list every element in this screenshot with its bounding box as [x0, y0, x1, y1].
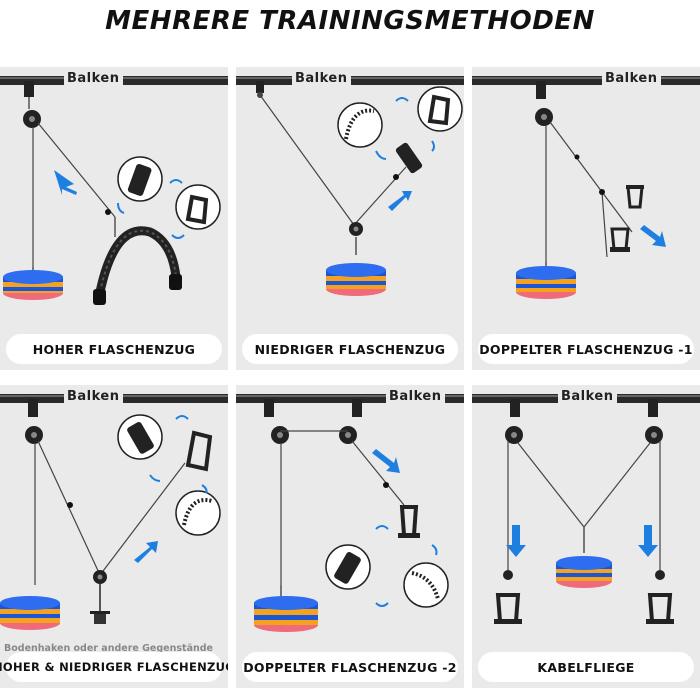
d-handle-icon [185, 430, 213, 472]
panel-double-pulley-2: Balken DOPPELTER FLASCHENZUG -2 [236, 385, 464, 688]
bar-label: Balken [292, 71, 351, 86]
caption-double-pulley-2: DOPPELTER FLASCHENZUG -2 [242, 652, 458, 682]
d-handle-icon [647, 593, 673, 623]
caption-high-low-pulley: HOHER & NIEDRIGER FLASCHENZUG [0, 652, 228, 682]
floor-hook-icon [90, 611, 110, 614]
panel-high-pulley: Balken HOHER FLASCHENZUG [0, 67, 228, 370]
bar-label: Balken [602, 71, 661, 86]
bar-label: Balken [558, 389, 617, 404]
double-pulley-1-illustration [472, 76, 700, 299]
double-pulley-2-illustration [236, 394, 464, 632]
caption-low-pulley: NIEDRIGER FLASCHENZUG [242, 334, 458, 364]
d-handle-icon [399, 505, 419, 537]
d-handle-icon [610, 227, 630, 251]
arrow-down-icon [506, 525, 526, 557]
d-handle-icon [495, 593, 521, 623]
rope-attachment [95, 226, 181, 293]
rope-icon [403, 562, 449, 608]
arrow-down-icon [640, 225, 666, 247]
panel-high-low-pulley: Balken Bodenhaken oder andere Gegenständ… [0, 385, 228, 688]
arrow-down-icon [638, 525, 658, 557]
pulley-icon [503, 570, 513, 580]
cable [37, 122, 116, 218]
panel-low-pulley: Balken NIEDRIGER FLASCHENZUG [236, 67, 464, 370]
d-handle-icon [417, 86, 463, 132]
arrow-up-icon [134, 541, 158, 563]
caption-cable-fly: KABELFLIEGE [478, 652, 694, 682]
panel-cable-fly: Balken KABELFLIEGE [472, 385, 700, 688]
panel-double-pulley-1: Balken DOPPELTER FLASCHENZUG -1 [472, 67, 700, 370]
bar-label: Balken [64, 389, 123, 404]
floor-hook-note: Bodenhaken oder andere Gegenstände [4, 643, 213, 654]
caption-double-pulley-1: DOPPELTER FLASCHENZUG -1 [478, 334, 694, 364]
bar-label: Balken [386, 389, 445, 404]
cable-fly-illustration [472, 394, 700, 624]
caption-high-pulley: HOHER FLASCHENZUG [6, 334, 222, 364]
arrow-down-icon [54, 170, 77, 195]
rope-icon [175, 490, 221, 536]
bar-label: Balken [64, 71, 123, 86]
page-title: MEHRERE TRAININGSMETHODEN [105, 6, 595, 36]
arrow-up-icon [388, 191, 412, 211]
low-pulley-illustration [236, 76, 464, 296]
rope-icon [337, 102, 383, 148]
d-handle-icon [626, 185, 644, 209]
strap [24, 81, 34, 97]
high-pulley-illustration [0, 76, 228, 305]
straight-bar-icon [395, 142, 423, 174]
arrow-down-icon [372, 449, 400, 473]
pulley-icon [655, 570, 665, 580]
